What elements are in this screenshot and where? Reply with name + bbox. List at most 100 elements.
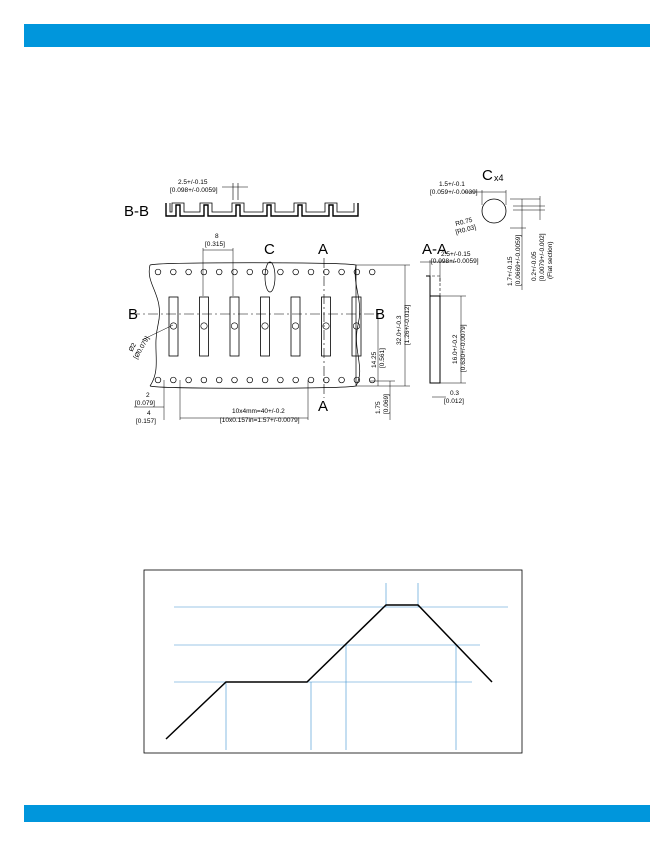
edge-dim: 1.75 [375,401,382,414]
sprocket-hole [231,268,238,276]
aa-pitch: 2.5+/-0.15 [441,251,471,258]
aa-profile [426,275,441,384]
tape-outline [149,262,357,389]
pocket-hole [231,322,239,330]
sprocket-hole [307,268,315,276]
detail-c-count: x4 [494,173,504,183]
sprocket-hole [170,268,177,276]
sprocket-hole [246,268,253,276]
footer-bar [24,805,650,822]
profile-guides [174,583,508,750]
detail-c-hole [481,198,507,224]
sprocket-hole [154,376,162,384]
sprocket-hole [277,268,284,276]
sprocket-hole [369,376,376,384]
section-aa-label: A-A [422,241,447,258]
profile-curve [165,604,493,740]
top-pitch-dim-in: [0.315] [205,241,225,248]
pocket [229,296,240,357]
sprocket-hole [216,268,223,276]
detail-c-flat: 0.2+/-0.05 [531,251,538,281]
section-b-label-right: B [375,306,385,323]
header-bar [24,24,650,47]
aa-thickness-in: [0.012] [444,398,464,405]
sprocket-hole [292,376,299,384]
aa-profile-dashed [432,275,441,296]
bb-pitch-dim: 2.5+/-0.15 [178,179,208,186]
sprocket-hole [338,376,345,384]
pocket [321,296,331,357]
sprocket-row-bottom [154,376,376,384]
pocket-hole [200,322,208,330]
dim-2: 2 [146,392,150,399]
sprocket-hole [338,268,345,276]
bb-pitch-arrows [222,183,248,200]
sprocket-row-top [154,268,376,276]
bb-profile-inner [169,202,355,213]
aa-height-in: [0.630+/-0.0079] [460,324,467,372]
sprocket-hole [353,268,361,276]
width-dim-in: [1.26+/-0.012] [404,305,411,345]
section-b-label-left: B [128,306,138,323]
detail-c-label: C [482,167,493,184]
sprocket-hole [200,268,208,276]
pocket-hole [261,322,269,330]
aa-height: 16.0+/-0.2 [452,334,459,364]
detail-c-radius: R0.75 [455,217,474,228]
sprocket-hole [261,268,269,276]
detail-c-flat-note: (Flat section) [547,241,554,279]
pocket-hole [322,322,330,330]
bb-corrugated-profile [165,203,359,217]
top-detail-c-label: C [264,241,275,258]
right-dim-lines [356,264,410,420]
pocket [199,296,209,357]
pocket-hole [352,322,360,330]
detail-c-dim-lines [464,190,545,290]
sprocket-hole [277,376,284,384]
width-dim: 32.0+/-0.3 [396,315,403,345]
sprocket-hole [261,376,269,384]
pocket [260,296,270,357]
hole-dia-leader [141,324,174,341]
sprocket-hole [246,376,253,384]
detail-c-height-in: [0.0669+/-0.0059] [515,235,522,286]
pocket-hole [291,322,299,330]
pocket [168,296,179,357]
section-a-label-bottom: A [318,398,328,415]
sprocket-hole [170,376,177,384]
tape-left-break [148,264,160,387]
sprocket-hole [323,376,330,384]
profile-frame [143,569,523,754]
bb-pitch-dim-in: [0.098+/-0.0059] [170,187,218,194]
sprocket-hole [185,376,192,384]
aa-dim-lines [420,260,466,398]
sprocket-hole [216,376,223,384]
pocket-hole [170,322,178,330]
detail-c-dim-in: [0.059+/-0.0039] [430,189,478,196]
sprocket-hole [369,268,376,276]
row-dim: 14.25 [371,351,378,368]
sprocket-hole [353,376,361,384]
dim-2-in: [0.079] [135,400,155,407]
cum-pitch-dim: 10x4mm=40+/-0.2 [232,408,285,415]
pocket [290,296,301,357]
sprocket-hole [307,376,315,384]
detail-c-dim: 1.5+/-0.1 [439,181,465,188]
sprocket-hole [231,376,238,384]
tape-right-break [354,264,361,387]
sprocket-hole [292,268,299,276]
section-bb-label: B-B [124,203,149,220]
bottom-dim-lines [134,380,309,420]
hole-dia-dim: Ø2 [128,342,139,353]
dim-4-in: [0.157] [136,418,156,425]
row-dim-in: [0.561] [379,348,386,368]
detail-c-flat-in: [0.0079+/-0.002] [539,233,546,281]
cum-pitch-dim-in: [10x0.157in=1.57+/-0.0079] [220,417,300,424]
sprocket-hole [185,268,192,276]
section-a-label-top: A [318,241,328,258]
detail-c-height: 1.7+/-0.15 [507,256,514,286]
sprocket-hole [200,376,208,384]
pocket-row [168,296,362,357]
sprocket-hole [323,268,330,276]
